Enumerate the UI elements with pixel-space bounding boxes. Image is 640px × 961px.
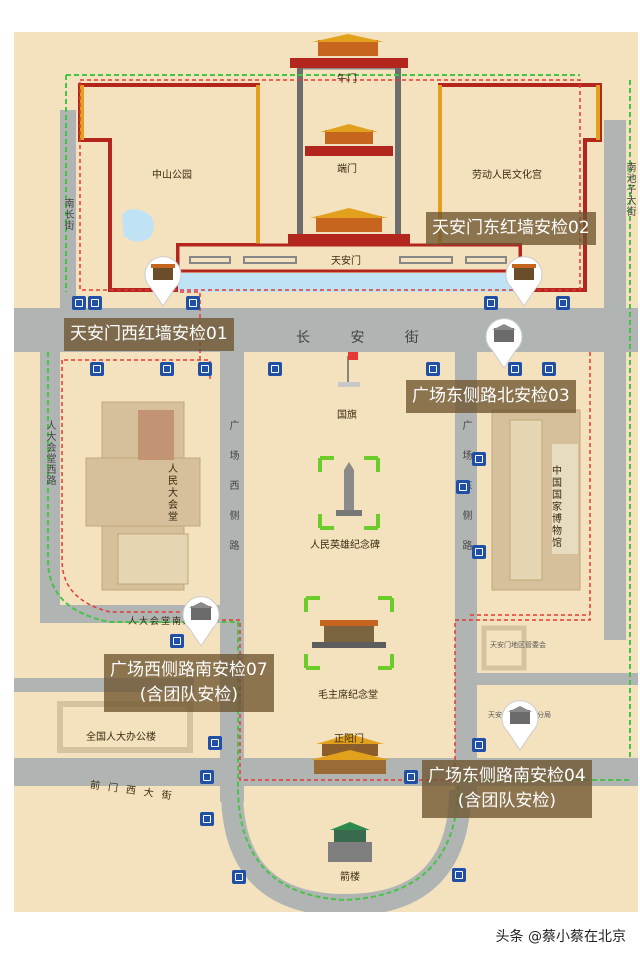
subway-icon[interactable] (186, 296, 200, 310)
subway-icon[interactable] (472, 452, 486, 466)
checkpoint-07-text: 广场西侧路南安检07 (110, 660, 268, 680)
label-flag: 国旗 (337, 410, 357, 421)
label-renda-south-road: 人大会堂南路 (128, 617, 195, 627)
subway-icon[interactable] (200, 812, 214, 826)
label-museum: 中国国家博物馆 (552, 466, 562, 549)
checkpoint-03-pin[interactable] (484, 316, 524, 370)
tiananmen-front-wall (176, 243, 522, 273)
footer (0, 912, 640, 961)
label-square-west-road: 广场西侧路 (227, 420, 238, 570)
label-changan-street: 长 安 街 (296, 330, 437, 346)
bus-stop-icon[interactable] (508, 362, 522, 376)
label-renda-west-road: 人大会堂西路 (44, 420, 55, 486)
subway-icon[interactable] (452, 868, 466, 882)
checkpoint-02-label[interactable]: 天安门东红墙安检02 (426, 212, 596, 245)
mausoleum-icon (304, 596, 394, 670)
jianlou-ring-road (221, 789, 471, 917)
golden-water-river (178, 273, 520, 292)
subway-icon[interactable] (472, 738, 486, 752)
checkpoint-01-label[interactable]: 天安门西红墙安检01 (64, 318, 234, 351)
east-office-building (481, 625, 527, 671)
subway-icon[interactable] (90, 362, 104, 376)
checkpoint-07-pin[interactable] (181, 594, 221, 648)
checkpoint-04-note: (含团队安检) (457, 791, 556, 811)
wumen-gate (290, 34, 408, 68)
label-npc-office: 全国人大办公楼 (86, 732, 156, 743)
checkpoint-03-label[interactable]: 广场东侧路北安检03 (406, 380, 576, 413)
label-zhengyangmen: 正阳门 (334, 734, 364, 745)
label-wumen: 午门 (337, 74, 357, 85)
checkpoint-04-label[interactable]: 广场东侧路南安检04 (含团队安检) (422, 760, 592, 818)
subway-icon[interactable] (198, 362, 212, 376)
tiananmen-gate (288, 208, 410, 246)
subway-icon[interactable] (208, 736, 222, 750)
national-flag (338, 352, 360, 387)
label-great-hall: 人民大会堂 (168, 464, 178, 523)
tiananmen-front-fences (189, 256, 507, 264)
great-hall-building (85, 401, 201, 591)
subway-icon[interactable] (542, 362, 556, 376)
bus-stop-icon[interactable] (160, 362, 174, 376)
national-museum-building (491, 409, 581, 591)
duanmen-gate (305, 124, 393, 156)
jianlou-icon (328, 822, 372, 862)
label-nanchizi-street: 南池子大街 (624, 162, 635, 217)
label-tiananmen: 天安门 (331, 256, 361, 267)
bus-stop-icon[interactable] (556, 296, 570, 310)
subway-icon[interactable] (426, 362, 440, 376)
author-credit: 头条 @蔡小蔡在北京 (495, 929, 626, 945)
checkpoint-02-pin[interactable] (504, 254, 544, 308)
park-pond (122, 209, 154, 242)
monument-icon (318, 456, 380, 530)
subway-icon[interactable] (456, 480, 470, 494)
subway-icon[interactable] (200, 770, 214, 784)
checkpoint-01-text: 天安门西红墙安检01 (70, 324, 228, 344)
checkpoint-04-pin[interactable] (500, 698, 540, 752)
subway-icon[interactable] (484, 296, 498, 310)
label-nanchang-street: 南长街 (62, 198, 73, 231)
zhengyangmen-icon (310, 734, 390, 774)
checkpoint-02-text: 天安门东红墙安检02 (432, 218, 590, 238)
label-square-east-road: 广场东侧路 (460, 420, 471, 570)
checkpoint-07-label[interactable]: 广场西侧路南安检07 (含团队安检) (104, 654, 274, 712)
checkpoint-03-text: 广场东侧路北安检03 (412, 386, 570, 406)
subway-icon[interactable] (472, 545, 486, 559)
subway-icon[interactable] (88, 296, 102, 310)
label-duanmen: 端门 (337, 164, 357, 175)
bus-stop-icon[interactable] (404, 770, 418, 784)
road-network (14, 110, 638, 802)
label-zhongshan-park: 中山公园 (152, 170, 192, 181)
subway-icon[interactable] (268, 362, 282, 376)
label-monument: 人民英雄纪念碑 (310, 540, 380, 551)
label-jianlou: 箭楼 (340, 872, 360, 883)
checkpoint-07-note: (含团队安检) (139, 685, 238, 705)
subway-icon[interactable] (170, 634, 184, 648)
label-workers-palace: 劳动人民文化宫 (472, 170, 542, 181)
label-mausoleum: 毛主席纪念堂 (318, 690, 378, 701)
label-management-committee: 天安门地区管委会 (490, 641, 546, 649)
checkpoint-01-pin[interactable] (143, 254, 183, 308)
gold-walls (80, 85, 600, 245)
green-walking-route (47, 74, 631, 902)
subway-icon[interactable] (232, 870, 246, 884)
checkpoint-04-text: 广场东侧路南安检04 (428, 766, 586, 786)
palace-perimeter (79, 79, 581, 291)
bus-stop-icon[interactable] (72, 296, 86, 310)
